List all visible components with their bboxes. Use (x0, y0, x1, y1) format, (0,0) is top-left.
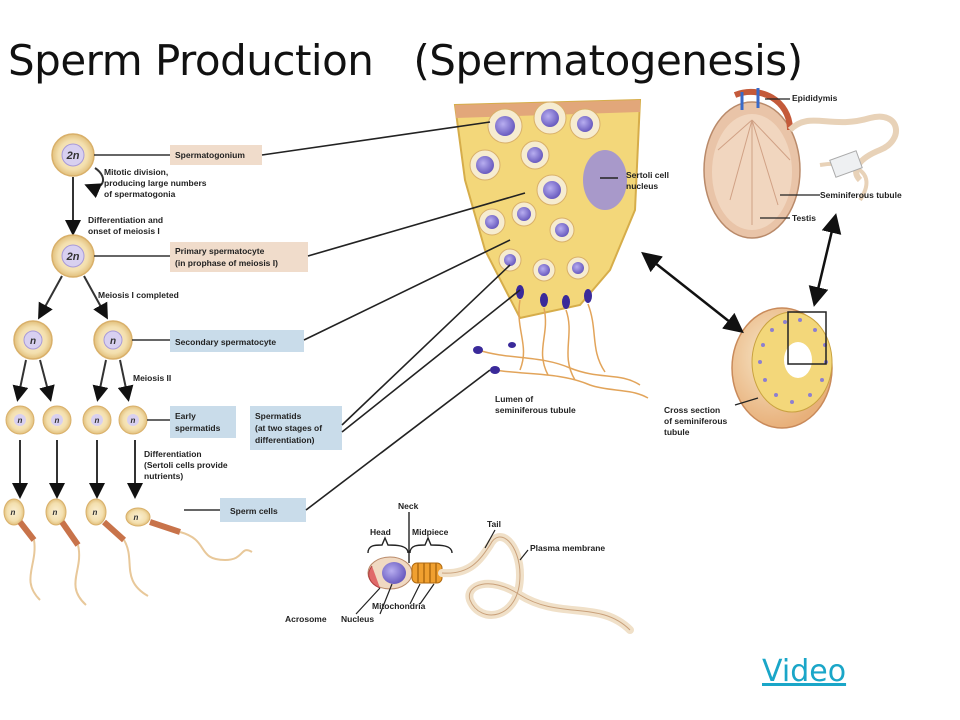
tissue-cells (469, 101, 627, 309)
label-sperm-cells: Sperm cells (220, 498, 306, 522)
spermatogonium-cell: 2n (51, 133, 95, 177)
early-spermatid-cell: n (118, 405, 148, 435)
svg-text:seminiferous tubule: seminiferous tubule (495, 405, 576, 415)
title-part-1: Sperm Production (8, 36, 374, 85)
svg-text:nucleus: nucleus (626, 181, 658, 191)
svg-text:n: n (134, 513, 139, 522)
label-midpiece: Midpiece (412, 527, 449, 537)
connector-lines (94, 154, 220, 511)
svg-text:(in prophase of meiosis I): (in prophase of meiosis I) (175, 258, 278, 268)
testis-illustration (703, 88, 899, 239)
svg-text:n: n (95, 416, 100, 425)
svg-text:(at two stages of: (at two stages of (255, 423, 322, 433)
svg-text:Spermatogonium: Spermatogonium (175, 150, 245, 160)
label-spermatids: Spermatids (at two stages of differentia… (250, 406, 342, 450)
label-acrosome: Acrosome (285, 614, 327, 624)
mature-sperm-diagram (367, 512, 634, 634)
svg-text:of spermatogonia: of spermatogonia (104, 189, 176, 199)
svg-text:n: n (18, 416, 23, 425)
seminiferous-tissue-section (453, 98, 649, 399)
video-link[interactable]: Video (762, 654, 847, 689)
label-cross-section: Cross section (664, 405, 720, 415)
label-secondary-spermatocyte: Secondary spermatocyte (170, 330, 304, 352)
lineage: 2n 2n n n (3, 133, 253, 606)
svg-text:n: n (30, 336, 36, 347)
early-spermatid-cell: n (5, 405, 35, 435)
svg-text:nutrients): nutrients) (144, 471, 183, 481)
svg-text:Meiosis II: Meiosis II (133, 373, 171, 383)
svg-text:n: n (110, 336, 116, 347)
cell-label-2n: 2n (66, 150, 80, 162)
label-seminiferous-tubule: Seminiferous tubule (820, 190, 902, 200)
label-epididymis: Epididymis (792, 93, 838, 103)
sperm-cell: n (85, 498, 149, 597)
svg-text:Secondary spermatocyte: Secondary spermatocyte (175, 337, 276, 347)
title-part-2: (Spermatogenesis) (413, 36, 803, 85)
secondary-spermatocyte-cell: n (13, 320, 53, 360)
svg-text:n: n (11, 508, 16, 517)
process-labels: Mitotic division, producing large number… (88, 167, 228, 481)
sperm-tails (477, 299, 649, 399)
double-arrow-testis-cross (808, 213, 842, 307)
svg-text:Differentiation and: Differentiation and (88, 215, 163, 225)
label-neck: Neck (398, 501, 419, 511)
label-head: Head (370, 527, 391, 537)
sperm-cell: n (125, 507, 253, 562)
label-plasma-membrane: Plasma membrane (530, 543, 605, 553)
svg-text:Sperm cells: Sperm cells (230, 506, 278, 516)
svg-text:Early: Early (175, 411, 196, 421)
svg-text:Differentiation: Differentiation (144, 449, 202, 459)
svg-text:of seminiferous: of seminiferous (664, 416, 728, 426)
cell-label-2n: 2n (66, 251, 80, 263)
svg-text:Meiosis I completed: Meiosis I completed (98, 290, 179, 300)
svg-text:Spermatids: Spermatids (255, 411, 302, 421)
label-spermatogonium: Spermatogonium (170, 145, 262, 165)
sperm-cell: n (3, 498, 41, 601)
svg-text:Mitotic division,: Mitotic division, (104, 167, 168, 177)
svg-text:producing large numbers: producing large numbers (104, 178, 207, 188)
tissue-pointer-lines (261, 121, 618, 511)
slide-title: Sperm Production (Spermatogenesis) (8, 36, 803, 85)
early-spermatid-cell: n (42, 405, 72, 435)
sperm-cell: n (45, 498, 87, 606)
label-lumen: Lumen of (495, 394, 533, 404)
svg-text:n: n (131, 416, 136, 425)
label-mitochondria: Mitochondria (372, 601, 426, 611)
tubule-cross-section (731, 307, 833, 429)
label-sertoli: Sertoli cell (626, 170, 669, 180)
label-early-spermatids: Early spermatids (170, 406, 236, 438)
svg-text:Primary spermatocyte: Primary spermatocyte (175, 246, 265, 256)
double-arrow-tissue-cross (641, 251, 744, 334)
svg-text:tubule: tubule (664, 427, 690, 437)
svg-text:n: n (53, 508, 58, 517)
primary-spermatocyte-cell: 2n (51, 234, 95, 278)
early-spermatid-cell: n (82, 405, 112, 435)
svg-text:n: n (55, 416, 60, 425)
label-nucleus: Nucleus (341, 614, 374, 624)
svg-text:differentiation): differentiation) (255, 435, 315, 445)
label-primary-spermatocyte: Primary spermatocyte (in prophase of mei… (170, 242, 308, 272)
svg-text:(Sertoli cells provide: (Sertoli cells provide (144, 460, 228, 470)
mitosis-loop-arrow (84, 167, 105, 199)
svg-text:spermatids: spermatids (175, 423, 221, 433)
label-testis: Testis (792, 213, 816, 223)
svg-text:n: n (93, 508, 98, 517)
label-tail: Tail (487, 519, 501, 529)
svg-text:onset of meiosis I: onset of meiosis I (88, 226, 160, 236)
secondary-spermatocyte-cell: n (93, 320, 133, 360)
